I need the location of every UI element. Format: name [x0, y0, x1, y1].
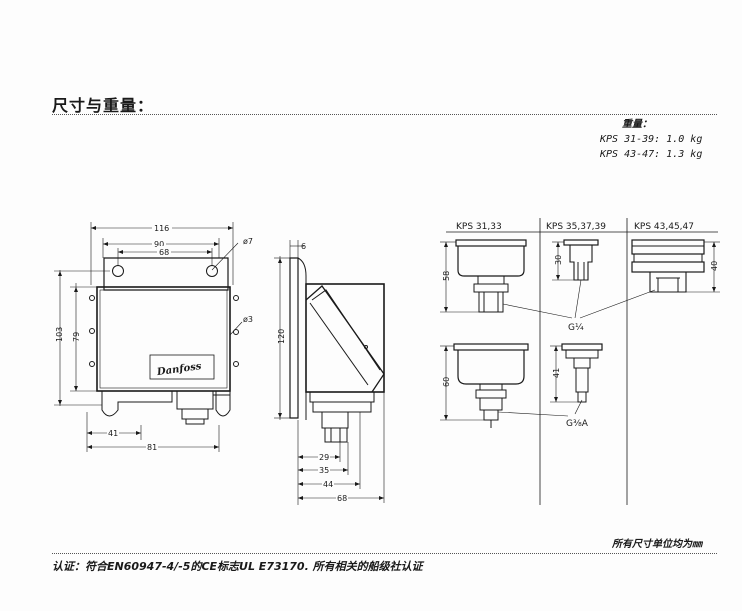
units-note: 所有尺寸单位均为㎜ [612, 539, 702, 550]
variant-label-kps43-47: KPS 43,45,47 [634, 222, 694, 232]
front-view [54, 222, 243, 452]
thread-label-g1-4: G¼ [568, 323, 584, 333]
dim-116: 116 [154, 224, 169, 233]
dim-68-side: 68 [337, 494, 347, 503]
housing-front [96, 286, 231, 392]
dim-41-variant: 41 [552, 368, 561, 378]
dim-40: 40 [710, 261, 719, 271]
mounting-hole-right [206, 265, 218, 277]
variant-label-kps35-39: KPS 35,37,39 [546, 222, 606, 232]
page-title: 尺寸与重量： [52, 96, 155, 115]
dim-hole-7: ø7 [243, 237, 253, 246]
dim-60: 60 [442, 377, 451, 387]
title-divider [52, 114, 717, 115]
dim-68-front: 68 [159, 248, 169, 257]
dim-6: 6 [301, 242, 306, 251]
weight-line-kps31-39: KPS 31-39: 1.0 kg [600, 134, 703, 145]
dim-30: 30 [554, 255, 563, 265]
certification-divider [52, 553, 717, 554]
weight-info: 重量： KPS 31-39: 1.0 kg KPS 43-47: 1.3 kg [600, 117, 702, 162]
dim-35: 35 [319, 466, 329, 475]
certification-text: 认证：符合EN60947-4/-5的CE标志UL E73170. 所有相关的船级… [52, 560, 423, 573]
dim-41: 41 [108, 429, 118, 438]
logo-plate [149, 354, 215, 380]
mounting-bracket [289, 257, 299, 419]
danfoss-logo-text: Danfoss [155, 361, 202, 378]
dim-81: 81 [147, 443, 157, 452]
dim-90: 90 [154, 240, 164, 249]
side-view [274, 240, 385, 505]
variant-label-kps31-33: KPS 31,33 [456, 222, 502, 232]
dim-29: 29 [319, 453, 329, 462]
dim-103: 103 [55, 327, 64, 342]
dim-hole-3: ø3 [243, 315, 253, 324]
weight-heading: 重量： [622, 119, 652, 130]
dim-79: 79 [72, 332, 81, 342]
mounting-hole-left [112, 265, 124, 277]
housing-side [305, 283, 385, 393]
weight-line-kps43-47: KPS 43-47: 1.3 kg [600, 149, 703, 160]
dim-44: 44 [323, 480, 333, 489]
thread-label-g3-8a: G⅜A [566, 419, 589, 429]
dim-58: 58 [442, 271, 451, 281]
dim-120: 120 [277, 329, 286, 344]
variant-columns [440, 218, 720, 505]
